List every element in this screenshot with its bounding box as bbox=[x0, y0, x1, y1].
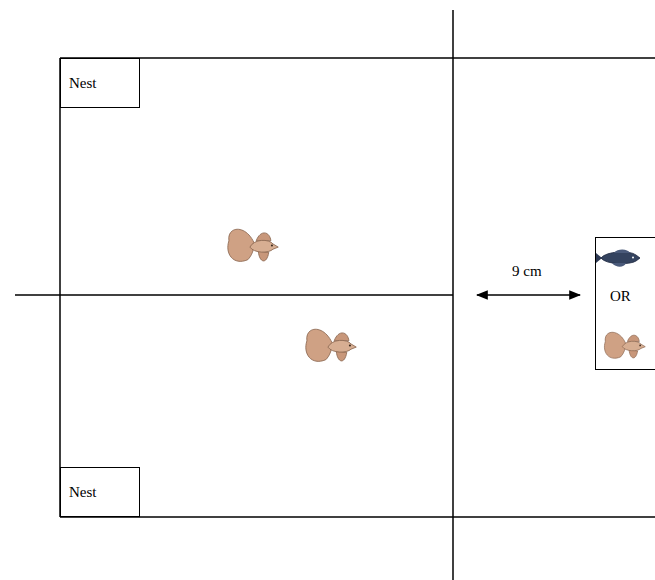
choice-box: OR bbox=[595, 237, 655, 370]
distance-arrow bbox=[477, 294, 580, 296]
nest-box: Nest bbox=[60, 58, 140, 108]
box-label: OR bbox=[610, 288, 655, 305]
female-fish-figure bbox=[596, 250, 640, 267]
distance-label: 9 cm bbox=[510, 263, 544, 280]
fish-figure bbox=[306, 329, 356, 361]
fish-figure bbox=[604, 332, 645, 358]
nest-box: Nest bbox=[60, 467, 140, 517]
tank-outline bbox=[15, 10, 655, 580]
box-label: Nest bbox=[69, 75, 139, 92]
box-label: Nest bbox=[69, 484, 139, 501]
fish-figure bbox=[228, 229, 278, 261]
